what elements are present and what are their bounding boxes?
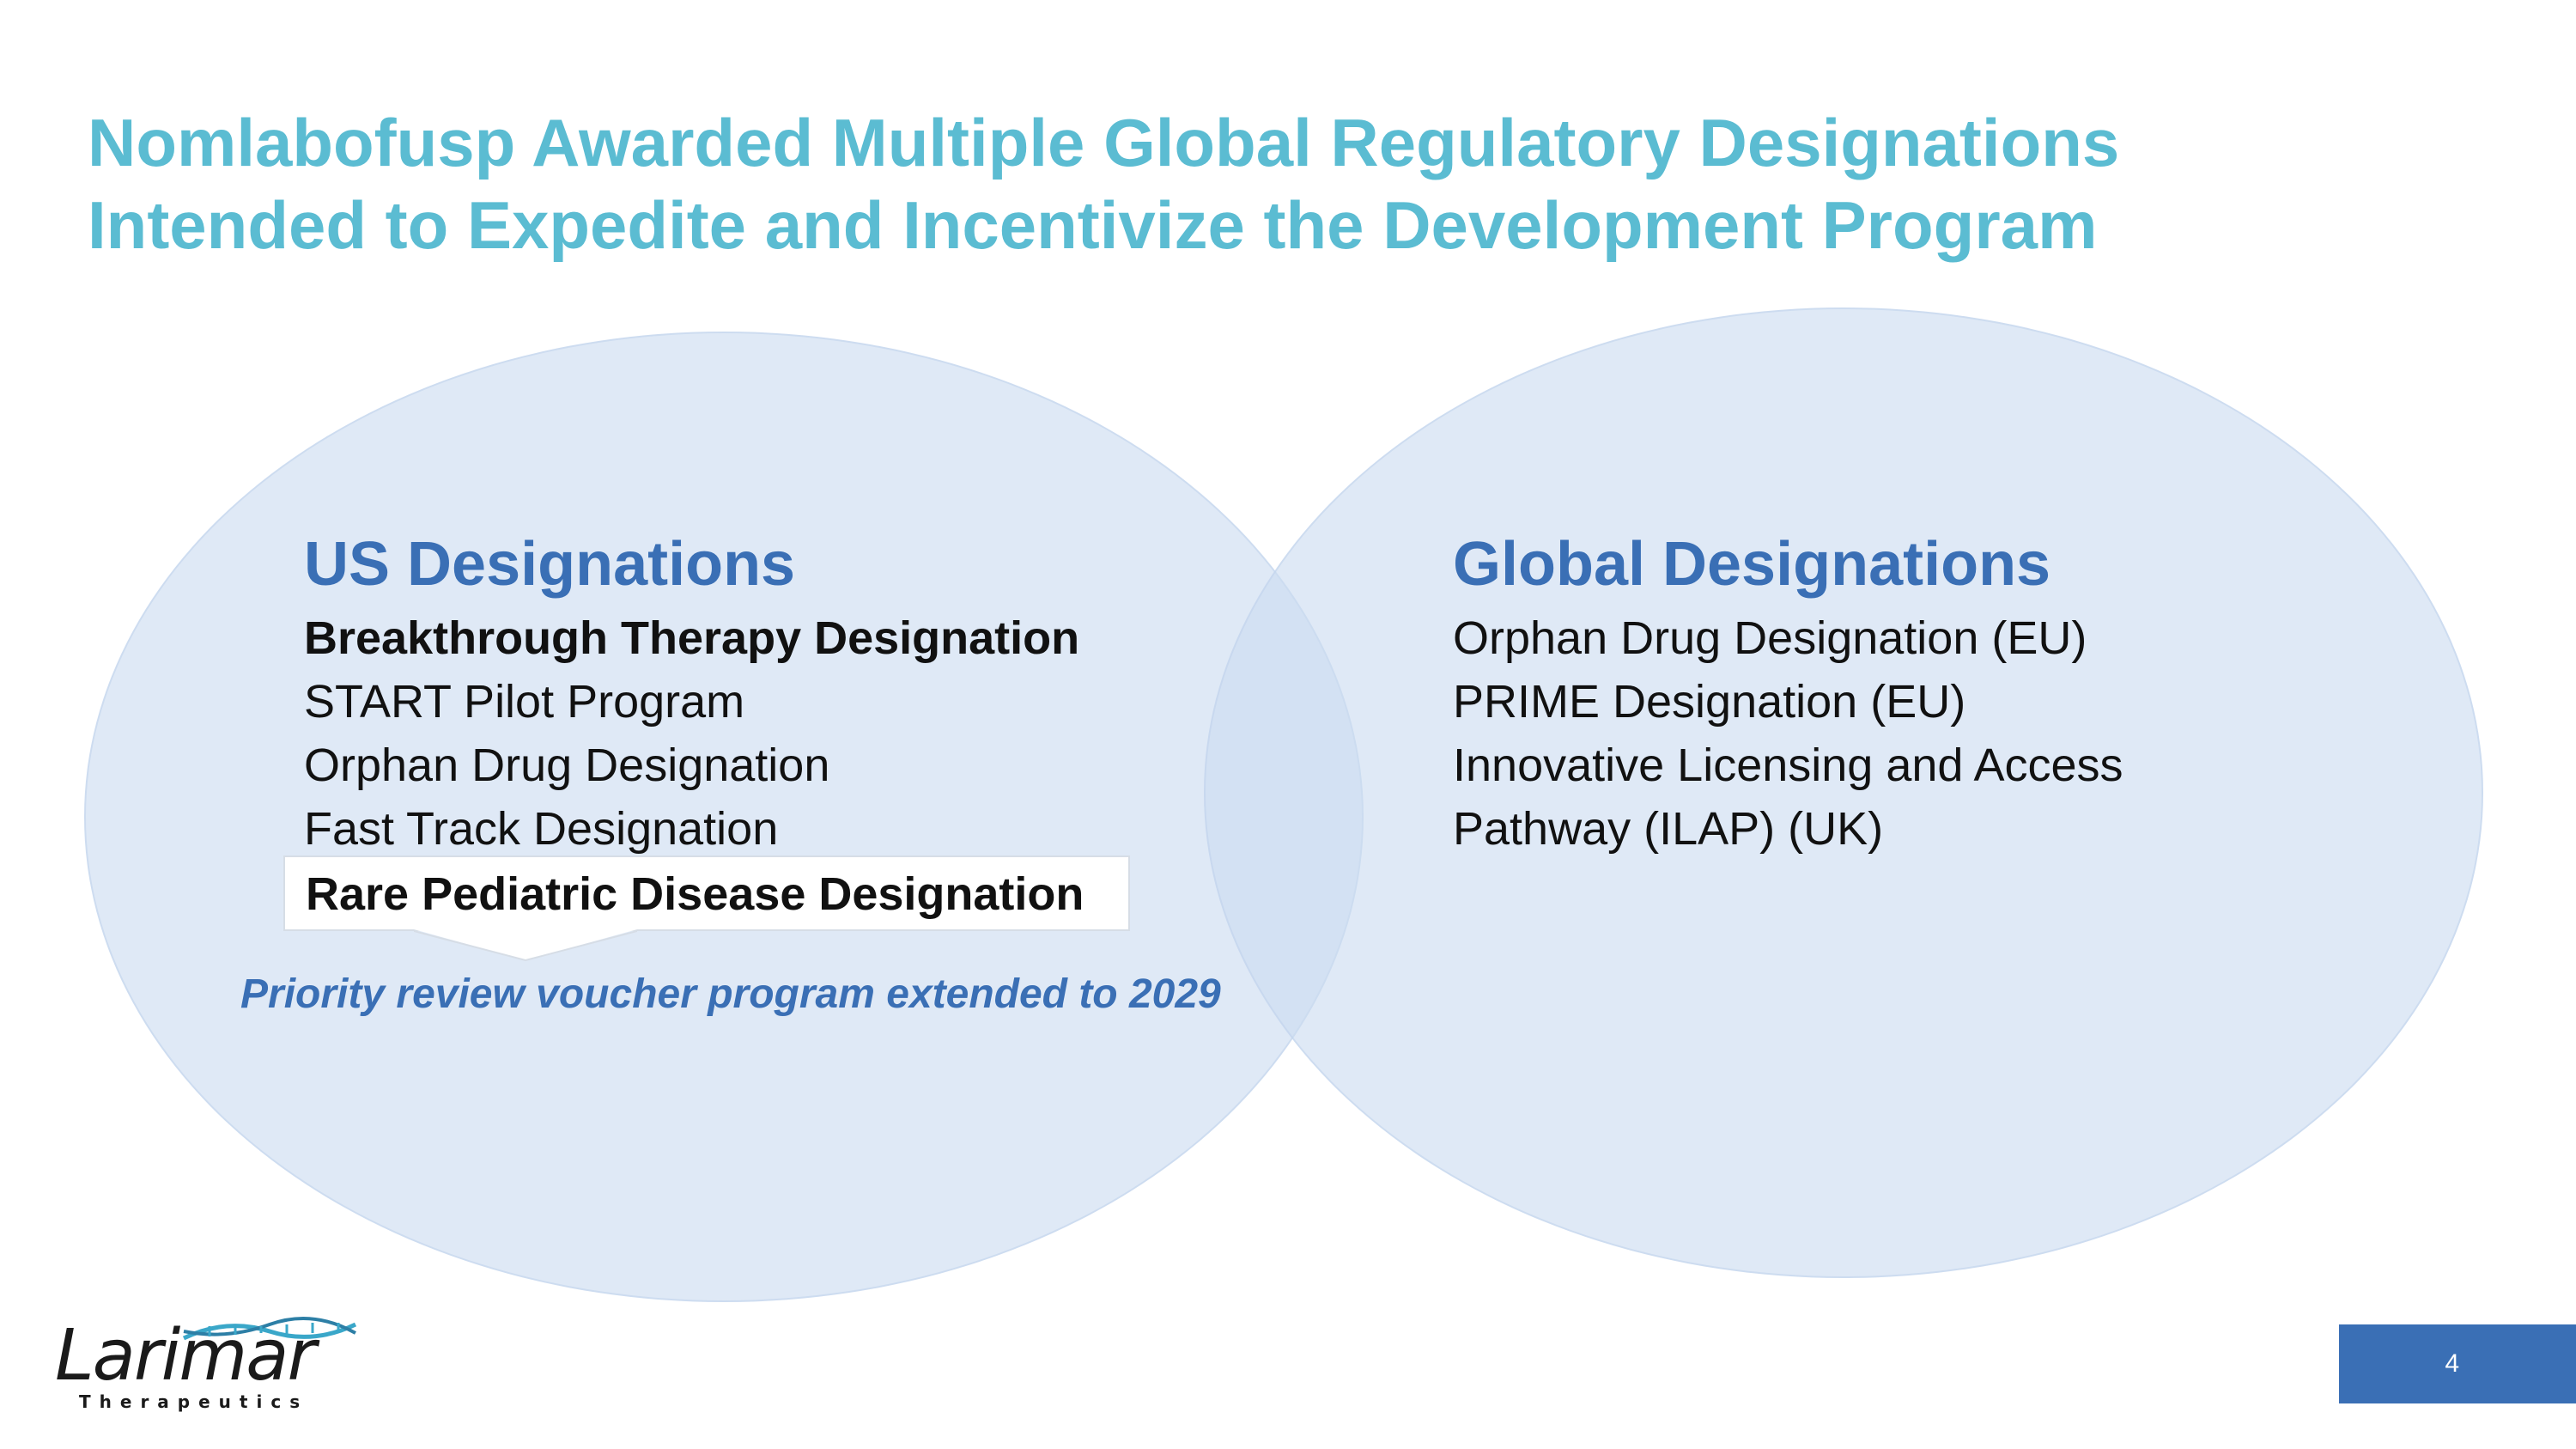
page-number: 4 — [2445, 1349, 2459, 1378]
global-item-ilap-line2: Pathway (ILAP) (UK) — [1453, 803, 1884, 855]
slide-title-line-2: Intended to Expedite and Incentivize the… — [88, 187, 2098, 263]
global-designations-ellipse — [1204, 307, 2483, 1278]
us-designations-heading: US Designations — [304, 530, 796, 599]
larimar-logo: Larimar Therapeutics — [55, 1314, 357, 1417]
global-designations-group: Global Designations Orphan Drug Designat… — [1453, 526, 2123, 861]
us-designations-group: US Designations Breakthrough Therapy Des… — [304, 526, 1079, 861]
slide-title: Nomlabofusp Awarded Multiple Global Regu… — [88, 101, 2492, 266]
global-item-ilap-line1: Innovative Licensing and Access — [1453, 740, 2123, 791]
us-item-orphan-drug: Orphan Drug Designation — [304, 740, 830, 791]
priority-review-note: Priority review voucher program extended… — [240, 971, 1221, 1017]
us-item-fast-track: Fast Track Designation — [304, 803, 779, 855]
logo-subtitle: Therapeutics — [79, 1391, 309, 1412]
global-item-orphan-eu: Orphan Drug Designation (EU) — [1453, 612, 2087, 664]
us-item-breakthrough: Breakthrough Therapy Designation — [304, 612, 1080, 664]
rare-pediatric-callout: Rare Pediatric Disease Designation — [283, 855, 1130, 962]
us-item-start-pilot: START Pilot Program — [304, 676, 745, 728]
rare-pediatric-label: Rare Pediatric Disease Designation — [306, 868, 1084, 920]
logo-wordmark: Larimar — [55, 1315, 316, 1397]
us-designations-ellipse — [84, 332, 1364, 1302]
global-item-prime-eu: PRIME Designation (EU) — [1453, 676, 1966, 728]
global-designations-heading: Global Designations — [1453, 530, 2051, 599]
page-number-box: 4 — [2339, 1324, 2576, 1403]
slide-title-line-1: Nomlabofusp Awarded Multiple Global Regu… — [88, 105, 2120, 180]
dna-helix-icon — [175, 1314, 364, 1353]
